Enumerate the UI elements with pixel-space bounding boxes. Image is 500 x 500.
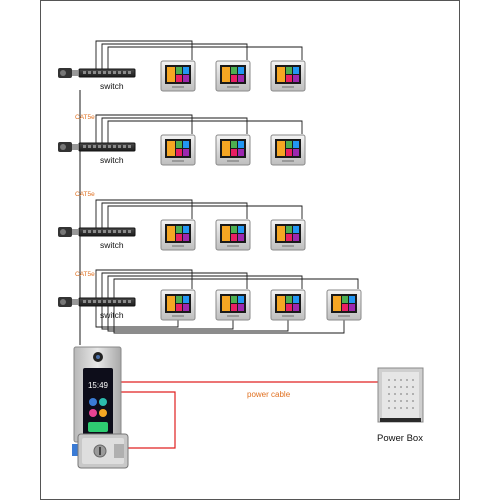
network-cable bbox=[107, 306, 289, 332]
network-cable bbox=[101, 117, 248, 143]
indoor-monitor bbox=[270, 60, 306, 92]
indoor-monitor bbox=[160, 134, 196, 166]
camera-icon bbox=[58, 142, 78, 152]
indoor-monitor bbox=[215, 219, 251, 251]
indoor-monitor bbox=[270, 134, 306, 166]
network-switch bbox=[78, 227, 136, 237]
switch-label: switch bbox=[100, 310, 124, 320]
network-cable bbox=[95, 306, 179, 328]
keyhole-icon bbox=[99, 447, 101, 455]
power-box bbox=[377, 367, 424, 423]
network-cable bbox=[107, 120, 303, 143]
panel-time: 15:49 bbox=[88, 381, 109, 390]
cat5e-label: CAT5e bbox=[75, 271, 95, 278]
power-box-label: Power Box bbox=[377, 433, 423, 444]
indoor-monitor bbox=[326, 289, 362, 321]
switch-row: switch bbox=[58, 199, 306, 251]
network-cable bbox=[107, 275, 303, 298]
lock-cable-line bbox=[121, 391, 176, 449]
electric-lock bbox=[72, 433, 129, 469]
cat5e-label: CAT5e bbox=[75, 114, 95, 121]
switch-label: switch bbox=[100, 155, 124, 165]
indoor-monitor bbox=[270, 219, 306, 251]
indoor-monitor bbox=[270, 289, 306, 321]
switch-row: switch bbox=[58, 114, 306, 166]
indoor-monitor bbox=[160, 289, 196, 321]
network-cable bbox=[95, 40, 193, 69]
network-switch bbox=[78, 297, 136, 307]
indoor-monitor bbox=[160, 219, 196, 251]
power-cable-label: power cable bbox=[247, 390, 291, 399]
network-cable bbox=[113, 306, 345, 334]
switch-row: switch bbox=[58, 40, 306, 92]
network-cable bbox=[95, 114, 193, 143]
rows-layer: switch switch switch switch bbox=[58, 40, 362, 334]
indoor-monitor bbox=[160, 60, 196, 92]
network-cable bbox=[101, 272, 248, 298]
power-cables bbox=[121, 381, 380, 449]
camera-icon bbox=[58, 297, 78, 307]
camera-icon bbox=[58, 68, 78, 78]
network-cable bbox=[95, 199, 193, 228]
indoor-monitor bbox=[215, 289, 251, 321]
network-cable bbox=[101, 306, 234, 330]
indoor-monitor bbox=[215, 134, 251, 166]
network-cable bbox=[101, 43, 248, 69]
door-station-panel: 15:49 bbox=[73, 346, 122, 443]
indoor-monitor bbox=[215, 60, 251, 92]
camera-icon bbox=[58, 227, 78, 237]
switch-row: switch bbox=[58, 269, 362, 334]
vent-grille-icon bbox=[388, 379, 414, 409]
network-cable bbox=[95, 269, 193, 298]
network-cable bbox=[107, 46, 303, 69]
network-cable bbox=[101, 202, 248, 228]
cat5e-label: CAT5e bbox=[75, 191, 95, 198]
network-cable bbox=[113, 278, 359, 298]
switch-label: switch bbox=[100, 240, 124, 250]
network-switch bbox=[78, 142, 136, 152]
network-cable bbox=[107, 205, 303, 228]
switch-label: switch bbox=[100, 81, 124, 91]
network-switch bbox=[78, 68, 136, 78]
